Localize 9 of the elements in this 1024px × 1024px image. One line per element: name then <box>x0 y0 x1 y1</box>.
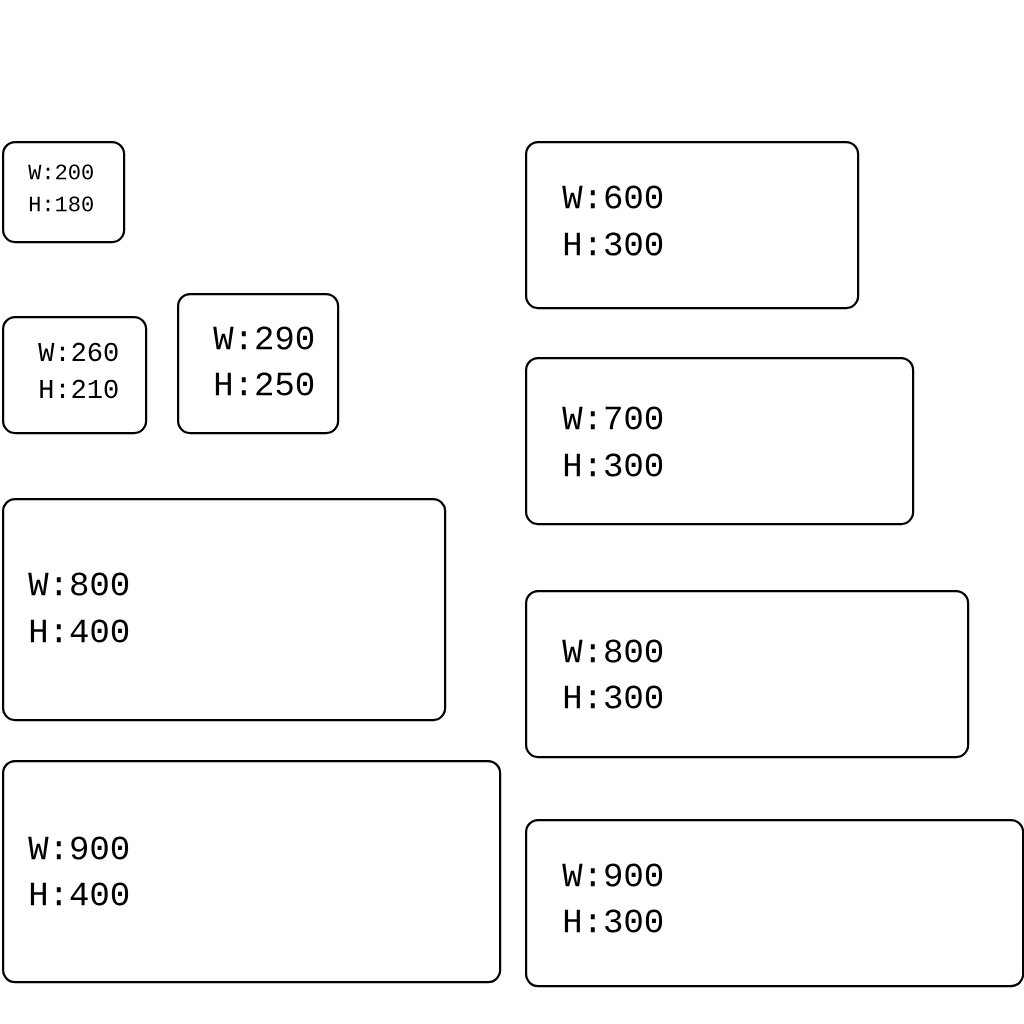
rounded-box: W:800 H:400 <box>2 498 447 722</box>
rounded-box: W:700 H:300 <box>525 357 915 526</box>
rounded-box: W:260 H:210 <box>2 316 148 435</box>
rounded-box: W:200 H:180 <box>2 141 126 244</box>
rounded-box: W:290 H:250 <box>177 293 340 435</box>
rounded-box: W:900 H:300 <box>525 819 1024 988</box>
rounded-box: W:800 H:300 <box>525 590 970 759</box>
rounded-box: W:900 H:400 <box>2 760 502 984</box>
rounded-box: W:600 H:300 <box>525 141 860 310</box>
